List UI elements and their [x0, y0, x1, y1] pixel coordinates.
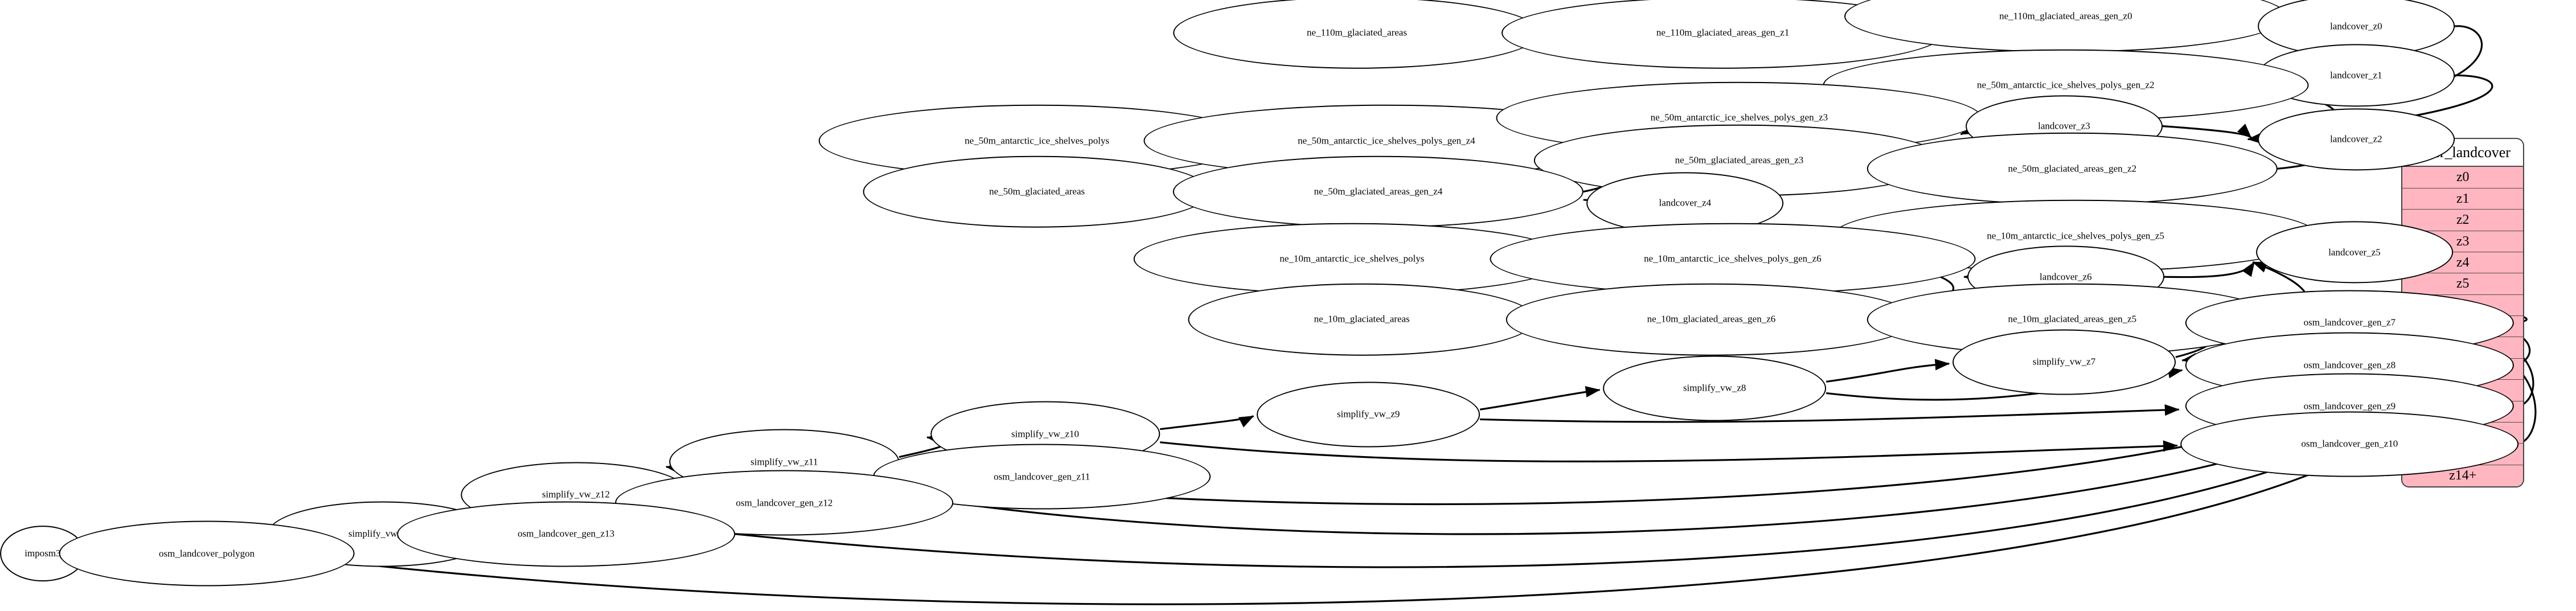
graph-node-simplify-vw-z7[interactable]: simplify_vw_z7 — [1952, 329, 2176, 395]
graph-node-osm-landcover-polygon[interactable]: osm_landcover_polygon — [59, 520, 355, 587]
graph-node-osm-landcover-gen-z13[interactable]: osm_landcover_gen_z13 — [397, 501, 735, 567]
graph-node-ne-50m-glaciated-areas-gen-z2[interactable]: ne_50m_glaciated_areas_gen_z2 — [1867, 133, 2278, 205]
graph-node-label: imposm3 — [24, 548, 61, 559]
graph-node-label: landcover_z0 — [2330, 20, 2382, 32]
layer-table-row-label: z14+ — [2449, 468, 2477, 483]
layer-table-row-label: z3 — [2456, 233, 2470, 249]
graph-node-label: simplify_vw_z12 — [542, 489, 610, 500]
graph-node-label: ne_50m_antarctic_ice_shelves_polys_gen_z… — [1650, 112, 1828, 124]
graph-node-ne-10m-glaciated-areas-gen-z6[interactable]: ne_10m_glaciated_areas_gen_z6 — [1506, 283, 1917, 356]
graph-node-label: osm_landcover_gen_z12 — [736, 497, 833, 509]
graph-node-label: simplify_vw_z10 — [1011, 428, 1080, 440]
layer-table-row-z2[interactable]: z2 — [2402, 210, 2524, 231]
graph-node-label: ne_50m_glaciated_areas_gen_z4 — [1314, 186, 1443, 197]
graph-node-label: ne_10m_antarctic_ice_shelves_polys_gen_z… — [1987, 230, 2164, 241]
graph-node-label: landcover_z3 — [2038, 120, 2090, 132]
graph-node-label: ne_50m_antarctic_ice_shelves_polys_gen_z… — [1298, 135, 1475, 146]
graph-node-label: ne_110m_glaciated_areas_gen_z0 — [1999, 10, 2132, 22]
graph-node-label: ne_50m_antarctic_ice_shelves_polys_gen_z… — [1977, 79, 2155, 91]
graph-node-label: simplify_vw_z7 — [2032, 356, 2096, 367]
graph-node-label: ne_10m_antarctic_ice_shelves_polys_gen_z… — [1644, 253, 1822, 264]
graph-node-osm-landcover-gen-z10[interactable]: osm_landcover_gen_z10 — [2180, 411, 2519, 477]
graph-node-label: landcover_z6 — [2040, 271, 2092, 282]
layer-table-row-z0[interactable]: z0 — [2402, 167, 2524, 188]
graph-node-label: osm_landcover_gen_z7 — [2303, 317, 2396, 328]
layer-table-row-label: z5 — [2456, 276, 2470, 292]
layer-table-row-z1[interactable]: z1 — [2402, 188, 2524, 210]
graph-node-label: osm_landcover_gen_z10 — [2301, 438, 2398, 449]
graph-node-label: ne_10m_glaciated_areas_gen_z5 — [2008, 313, 2137, 325]
graph-node-simplify-vw-z9[interactable]: simplify_vw_z9 — [1257, 382, 1480, 448]
graph-node-label: osm_landcover_gen_z8 — [2303, 359, 2396, 371]
graph-node-label: ne_50m_glaciated_areas_gen_z2 — [2008, 163, 2137, 174]
layer-table-row-z5[interactable]: z5 — [2402, 273, 2524, 295]
graph-node-label: osm_landcover_polygon — [159, 548, 255, 559]
graph-node-landcover-z5[interactable]: landcover_z5 — [2256, 221, 2453, 284]
graph-node-label: ne_50m_antarctic_ice_shelves_polys — [965, 135, 1110, 146]
layer-table-row-label: z0 — [2456, 170, 2470, 185]
graph-node-label: ne_10m_glaciated_areas — [1314, 313, 1410, 325]
graph-node-label: landcover_z4 — [1659, 197, 1712, 208]
graph-node-simplify-vw-z8[interactable]: simplify_vw_z8 — [1603, 355, 1827, 421]
layer-table-row-label: z1 — [2456, 191, 2470, 206]
graph-node-label: landcover_z2 — [2330, 133, 2382, 145]
graph-node-label: landcover_z5 — [2328, 247, 2381, 257]
layer-table-row-label: z2 — [2456, 212, 2470, 228]
graph-node-label: ne_50m_glaciated_areas_gen_z3 — [1675, 154, 1804, 166]
graph-node-label: osm_landcover_gen_z13 — [518, 528, 615, 539]
graph-node-label: ne_10m_antarctic_ice_shelves_polys — [1279, 253, 1425, 264]
graph-node-label: ne_50m_glaciated_areas — [989, 186, 1085, 197]
graph-node-label: simplify_vw_z11 — [750, 456, 818, 468]
graph-node-label: ne_110m_glaciated_areas — [1307, 27, 1407, 38]
graph-node-label: ne_10m_glaciated_areas_gen_z6 — [1647, 313, 1776, 325]
graph-node-label: simplify_vw_z9 — [1336, 408, 1400, 420]
graph-node-ne-110m-glaciated-areas[interactable]: ne_110m_glaciated_areas — [1173, 0, 1541, 69]
graph-node-ne-10m-glaciated-areas[interactable]: ne_10m_glaciated_areas — [1188, 283, 1536, 356]
graph-node-label: osm_landcover_gen_z9 — [2303, 400, 2396, 412]
layer-table-row-label: z4 — [2456, 255, 2470, 270]
graph-node-ne-50m-glaciated-areas[interactable]: ne_50m_glaciated_areas — [863, 155, 1211, 228]
graph-node-ne-50m-glaciated-areas-gen-z4[interactable]: ne_50m_glaciated_areas_gen_z4 — [1173, 155, 1584, 228]
graph-node-landcover-z2[interactable]: landcover_z2 — [2257, 108, 2455, 171]
graph-node-label: ne_110m_glaciated_areas_gen_z1 — [1656, 27, 1790, 38]
graph-node-label: osm_landcover_gen_z11 — [994, 471, 1090, 482]
graph-node-label: landcover_z1 — [2330, 69, 2382, 81]
graph-node-label: simplify_vw_z8 — [1683, 382, 1746, 393]
